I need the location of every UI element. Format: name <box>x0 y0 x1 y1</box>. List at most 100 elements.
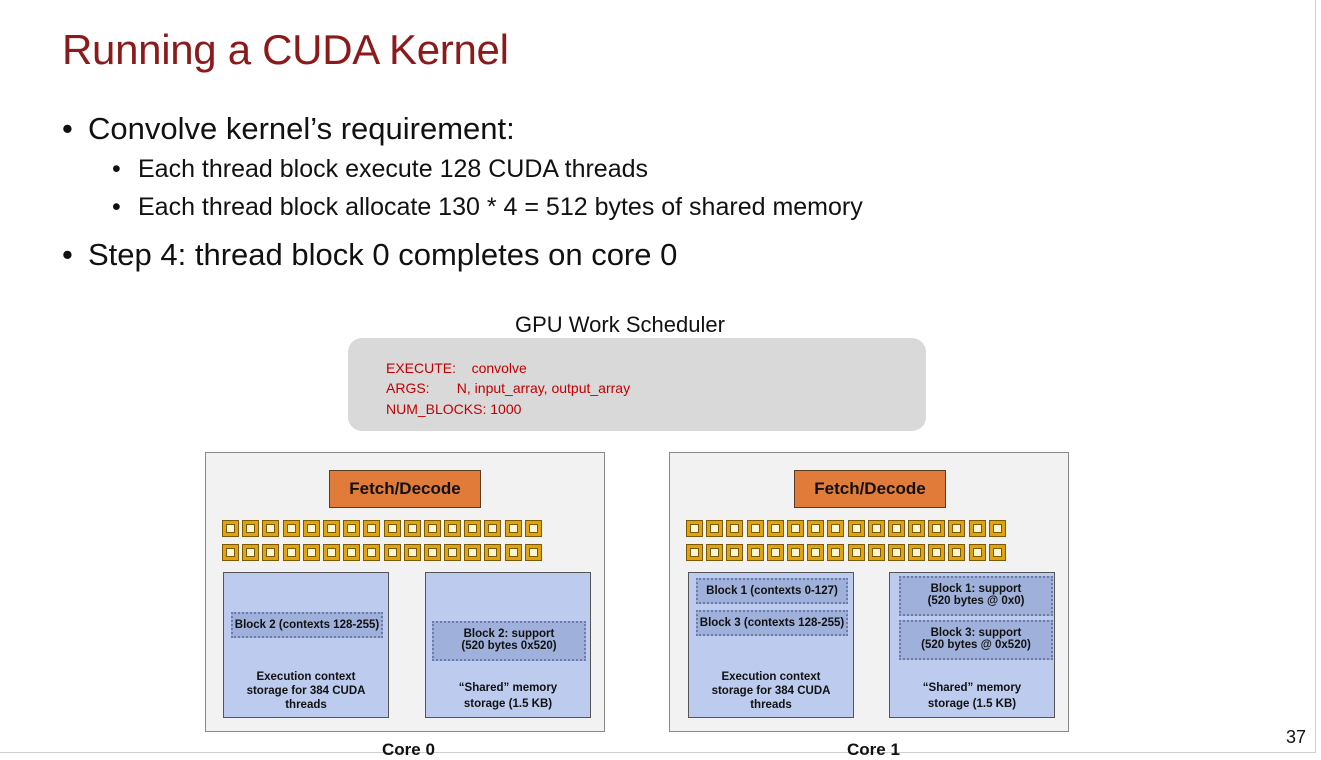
alu-core-icon <box>827 544 845 561</box>
scheduler-title: GPU Work Scheduler <box>515 312 725 337</box>
alu-core-icon <box>807 544 825 561</box>
scheduler-args-line: ARGS: N, input_array, output_array <box>386 380 631 396</box>
alu-core-icon <box>464 520 482 537</box>
alu-core-icon <box>302 520 320 537</box>
alu-core-icon <box>222 544 239 561</box>
alu-core-icon <box>282 544 300 561</box>
alu-row <box>222 520 542 537</box>
alu-core-icon <box>464 544 482 561</box>
alu-core-icon <box>383 544 401 561</box>
alu-core-icon <box>746 544 764 561</box>
alu-core-icon <box>988 544 1006 561</box>
alu-core-icon <box>262 520 280 537</box>
execution-context-panel: Block 2 (contexts 128-255) Execution con… <box>223 572 389 718</box>
alu-core-icon <box>444 520 462 537</box>
alu-core-icon <box>968 544 986 561</box>
core-label: Core 0 <box>382 740 435 759</box>
alu-core-icon <box>928 520 946 537</box>
alu-core-icon <box>363 544 381 561</box>
bullet-marker: • <box>62 237 73 272</box>
memory-block: Block 3: support (520 bytes @ 0x520) <box>899 620 1053 660</box>
bullet-requirements: • Convolve kernel’s requirement: <box>62 111 515 147</box>
alu-row <box>686 544 1006 561</box>
alu-core-icon <box>363 520 381 537</box>
alu-core-icon <box>908 544 926 561</box>
alu-core-icon <box>222 520 239 537</box>
alu-core-icon <box>423 544 441 561</box>
panel-caption: storage for 384 CUDA <box>711 685 831 697</box>
bullet-text: Each thread block allocate 130 * 4 = 512… <box>138 193 863 221</box>
panel-caption: Execution context <box>256 671 356 683</box>
shared-memory-panel: Block 1: support (520 bytes @ 0x0) Block… <box>889 572 1055 718</box>
memory-block-line: Block 1: support <box>930 583 1022 595</box>
fetch-decode-unit: Fetch/Decode <box>794 470 946 508</box>
shared-memory-panel: Block 2: support (520 bytes 0x520) “Shar… <box>425 572 591 718</box>
alu-core-icon <box>968 520 986 537</box>
alu-core-icon <box>484 520 502 537</box>
alu-core-icon <box>282 520 300 537</box>
alu-core-icon <box>786 520 804 537</box>
core-0: Fetch/Decode Block 2 (contexts 128-255) … <box>205 452 605 732</box>
alu-core-icon <box>242 520 260 537</box>
memory-block-line: (520 bytes @ 0x520) <box>921 639 1031 651</box>
alu-core-icon <box>706 544 724 561</box>
alu-core-icon <box>403 544 421 561</box>
alu-core-icon <box>242 544 260 561</box>
core-1: Fetch/Decode Block 1 (contexts 0-127) Bl… <box>669 452 1069 732</box>
alu-core-icon <box>887 544 905 561</box>
memory-block: Block 2: support (520 bytes 0x520) <box>432 621 586 661</box>
memory-block-line: Block 2: support <box>463 628 555 640</box>
alu-row <box>222 544 542 561</box>
alu-row <box>686 520 1006 537</box>
alu-core-icon <box>908 520 926 537</box>
panel-caption: storage (1.5 KB) <box>463 698 553 710</box>
scheduler-numblocks-line: NUM_BLOCKS: 1000 <box>386 401 522 417</box>
panel-caption: storage for 384 CUDA <box>246 685 366 697</box>
alu-core-icon <box>948 520 966 537</box>
sub-bullet-shared-memory: • Each thread block allocate 130 * 4 = 51… <box>112 193 863 222</box>
alu-core-icon <box>343 544 361 561</box>
alu-core-icon <box>807 520 825 537</box>
alu-core-icon <box>847 520 865 537</box>
alu-core-icon <box>504 520 522 537</box>
alu-core-icon <box>302 544 320 561</box>
alu-core-icon <box>847 544 865 561</box>
alu-core-icon <box>383 520 401 537</box>
memory-block: Block 1: support (520 bytes @ 0x0) <box>899 576 1053 616</box>
bullet-step4: • Step 4: thread block 0 completes on cor… <box>62 237 677 273</box>
panel-caption: Execution context <box>721 671 821 683</box>
scheduler-execute-line: EXECUTE: convolve <box>386 360 527 376</box>
bullet-marker: • <box>62 111 73 146</box>
core-label: Core 1 <box>847 740 900 759</box>
alu-core-icon <box>524 544 542 561</box>
alu-core-icon <box>706 520 724 537</box>
slide-title: Running a CUDA Kernel <box>62 26 509 73</box>
alu-core-icon <box>827 520 845 537</box>
alu-core-icon <box>524 520 542 537</box>
alu-core-icon <box>423 520 441 537</box>
alu-core-icon <box>726 544 744 561</box>
alu-core-icon <box>726 520 744 537</box>
alu-core-icon <box>948 544 966 561</box>
alu-core-icon <box>504 544 522 561</box>
context-block: Block 1 (contexts 0-127) <box>696 578 848 604</box>
memory-block-line: (520 bytes @ 0x0) <box>927 595 1025 607</box>
alu-core-icon <box>766 544 784 561</box>
alu-core-icon <box>887 520 905 537</box>
alu-core-icon <box>746 520 764 537</box>
alu-core-icon <box>262 544 280 561</box>
bullet-text: Convolve kernel’s requirement: <box>88 111 515 146</box>
alu-core-icon <box>343 520 361 537</box>
panel-caption: storage (1.5 KB) <box>927 698 1017 710</box>
bullet-marker: • <box>112 193 121 221</box>
alu-core-icon <box>988 520 1006 537</box>
alu-core-icon <box>403 520 421 537</box>
alu-core-icon <box>686 544 703 561</box>
panel-caption: “Shared” memory <box>922 682 1022 694</box>
alu-core-icon <box>786 544 804 561</box>
page-number: 37 <box>1286 727 1307 747</box>
alu-core-icon <box>322 544 340 561</box>
bullet-text: Step 4: thread block 0 completes on core… <box>88 237 678 272</box>
panel-caption: threads <box>750 699 792 711</box>
